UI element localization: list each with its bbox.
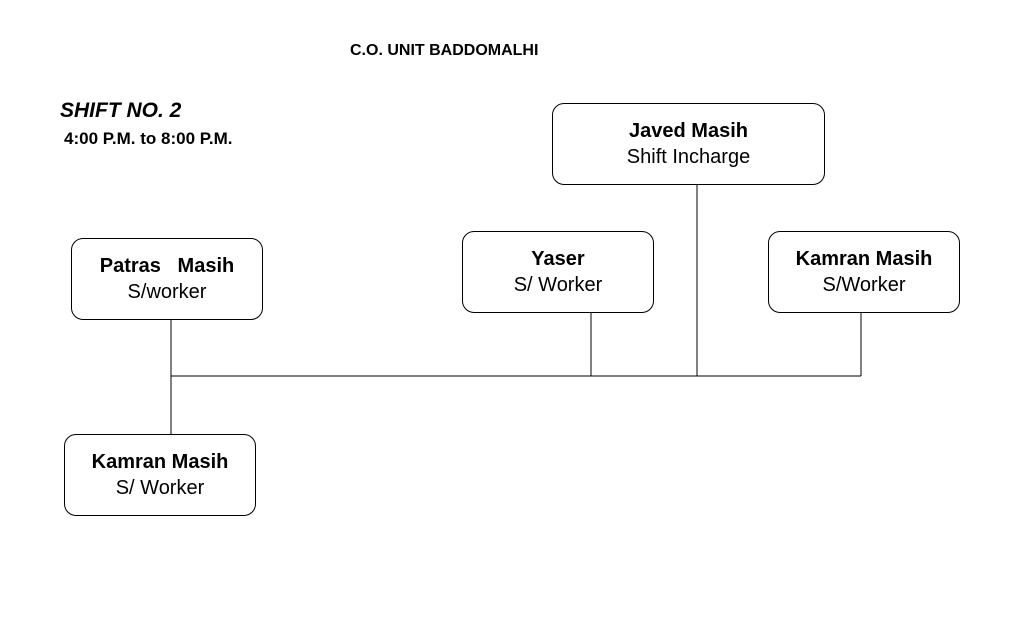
node-role: S/ Worker <box>513 274 603 296</box>
node-kamran-masih-bottom: Kamran Masih S/ Worker <box>64 434 256 516</box>
node-name: Kamran Masih <box>795 248 933 270</box>
node-name: Patras Masih <box>99 255 235 277</box>
node-javed-masih: Javed Masih Shift Incharge <box>552 103 825 185</box>
node-kamran-masih-right: Kamran Masih S/Worker <box>768 231 960 313</box>
node-role: S/Worker <box>822 274 906 296</box>
node-name: Yaser <box>531 248 585 270</box>
chart-title: C.O. UNIT BADDOMALHI <box>350 42 539 59</box>
node-name: Javed Masih <box>629 120 748 142</box>
node-role: S/worker <box>127 281 207 303</box>
node-name: Kamran Masih <box>91 451 229 473</box>
node-patras-masih: Patras Masih S/worker <box>71 238 263 320</box>
node-role: Shift Incharge <box>626 146 751 168</box>
node-yaser: Yaser S/ Worker <box>462 231 654 313</box>
node-role: S/ Worker <box>115 477 205 499</box>
shift-time: 4:00 P.M. to 8:00 P.M. <box>64 129 233 148</box>
shift-number: SHIFT NO. 2 <box>60 99 182 122</box>
